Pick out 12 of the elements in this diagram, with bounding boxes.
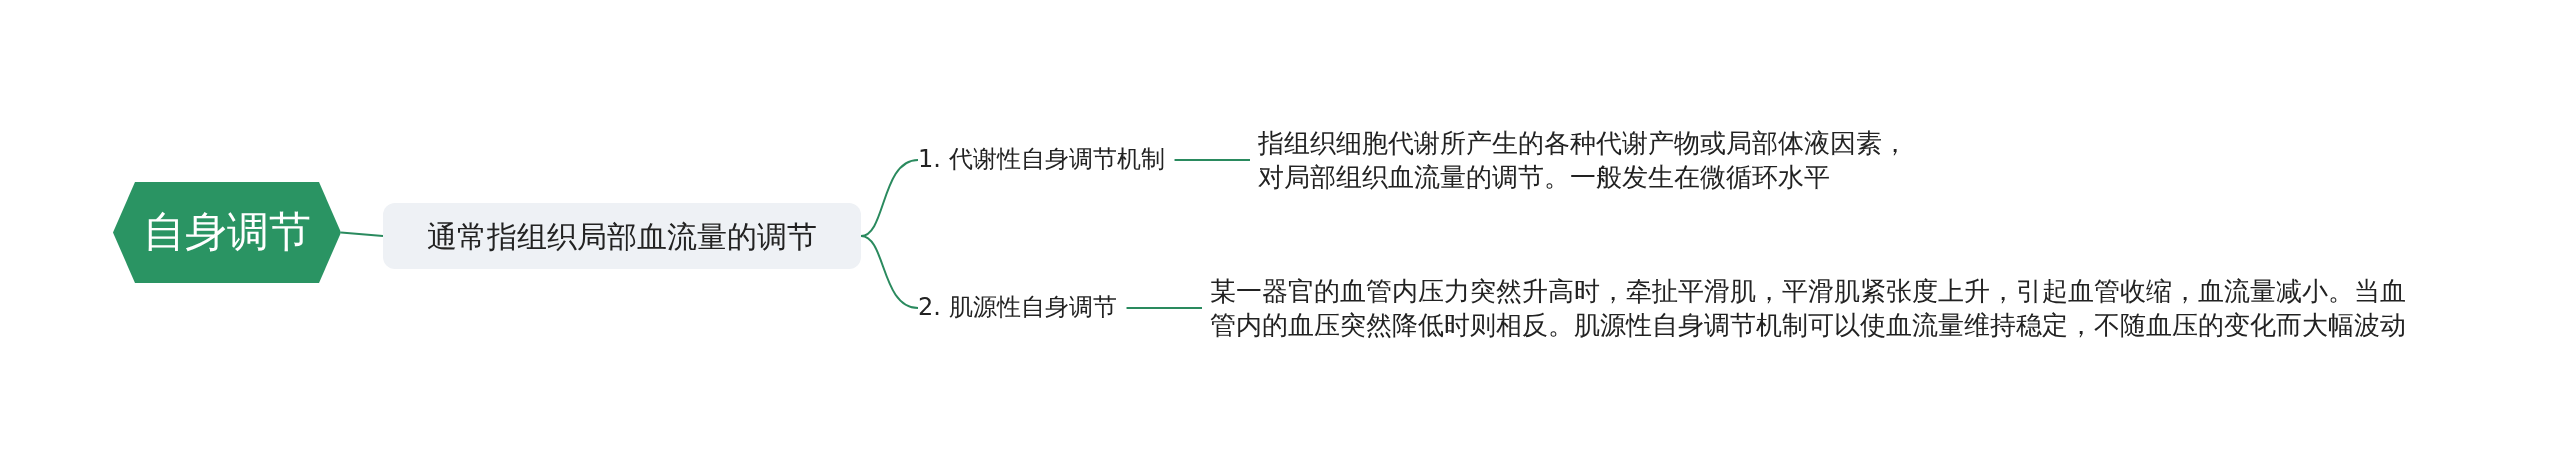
- connector-line: [340, 231, 384, 237]
- topic-text: 2. 肌源性自身调节: [918, 292, 1118, 324]
- description-text: 指组织细胞代谢所产生的各种代谢产物或局部体液因素，对局部组织血流量的调节。一般发生在微循环水平: [1258, 127, 1909, 194]
- topic-text: 通常指组织局部血流量的调节: [427, 217, 817, 256]
- connector-line: [1125, 307, 1203, 309]
- topic-text: 1. 代谢性自身调节机制: [918, 144, 1166, 176]
- connector-line: [1173, 159, 1251, 161]
- topic-hexagon: [113, 182, 341, 283]
- description-text: 某一器官的血管内压力突然升高时，牵扯平滑肌，平滑肌紧张度上升，引起血管收缩，血流量减小。当血管内的血压突然降低时则相反。肌源性自身调节机制可以使血流量维持稳定，不随血压的变化而大幅波动: [1210, 275, 2407, 342]
- topic-text: 自身调节: [143, 206, 311, 259]
- connector-line: [860, 235, 919, 309]
- subtopic-box: [383, 203, 861, 269]
